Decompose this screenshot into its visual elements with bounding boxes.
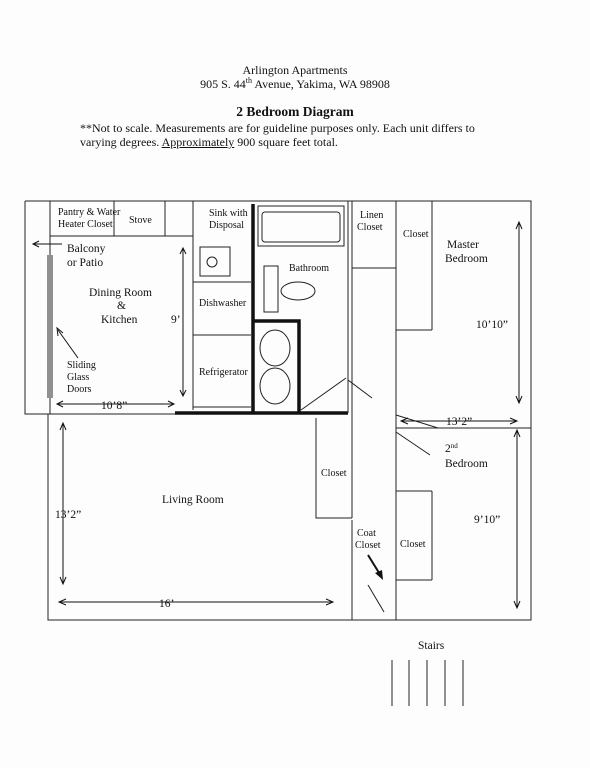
coat-closet-arrow (367, 554, 383, 580)
label-bed2-closet: Closet (400, 539, 426, 550)
label-coat-1: Coat (357, 528, 376, 539)
dim-kitchen-height (179, 246, 187, 398)
note-text-b: 900 square feet total. (234, 135, 338, 149)
complex-name: Arlington Apartments (242, 63, 348, 77)
bath-door (300, 377, 347, 411)
address-street: Avenue, Yakima, WA 98908 (252, 77, 390, 91)
label-master-closet: Closet (403, 229, 429, 240)
label-master-1: Master (447, 239, 479, 251)
label-sliding-1: Sliding (67, 360, 96, 371)
label-pantry-2: Heater Closet (58, 219, 113, 230)
label-coat-2: Closet (355, 540, 381, 551)
note-approx: Approximately (161, 135, 235, 149)
label-balcony-1: Balcony (67, 243, 106, 255)
outer-wall (24, 200, 532, 621)
label-living-closet: Closet (321, 468, 347, 479)
dryer (259, 367, 291, 405)
address-ordinal: th (245, 76, 253, 85)
label-sliding-3: Doors (67, 384, 92, 395)
dim-label-bedroom-width: 13’2” (446, 416, 472, 428)
bedroom2-number: 2 (445, 443, 451, 455)
laundry-wall (253, 319, 301, 412)
scale-note-line-2: varying degrees. Approximately 900 squar… (80, 135, 500, 149)
dim-kitchen-width (55, 400, 176, 408)
label-sink-2: Disposal (209, 220, 244, 231)
scale-note: **Not to scale. Measurements are for gui… (80, 121, 500, 149)
label-stairs: Stairs (418, 640, 445, 652)
dim-living-width (57, 598, 335, 606)
sink-drain (206, 256, 218, 268)
dim-label-kitchen-width: 10’8” (101, 400, 127, 412)
bathtub (257, 205, 345, 247)
address: 905 S. 44th Avenue, Yakima, WA 98908 (0, 76, 590, 92)
dim-label-living-width: 16’ (159, 598, 174, 610)
address-number: 905 S. 44 (200, 77, 246, 91)
living-closet (315, 418, 352, 519)
label-dishwasher: Dishwasher (199, 298, 247, 309)
label-dining-2: & (117, 300, 126, 312)
toilet-tank (263, 265, 279, 313)
dim-bedroom-width (399, 417, 519, 425)
label-linen-1: Linen (360, 210, 383, 221)
dim-label-bedroom2-height: 9’10” (474, 514, 500, 526)
label-dining-3: Kitchen (101, 314, 138, 326)
sliding-door-arrow (56, 326, 79, 359)
scale-note-line-1: **Not to scale. Measurements are for gui… (80, 121, 475, 135)
bathtub-inner (261, 211, 341, 243)
label-bathroom: Bathroom (289, 263, 329, 274)
label-balcony-2: or Patio (67, 257, 103, 269)
washer (259, 329, 291, 367)
toilet-bowl (280, 281, 316, 301)
dim-master-height (515, 220, 523, 405)
dim-label-kitchen-height: 9’ (171, 314, 181, 326)
label-sink-1: Sink with (209, 208, 248, 219)
label-bedroom2: 2nd (445, 442, 458, 455)
diagram-title: 2 Bedroom Diagram (236, 104, 354, 119)
label-dining-1: Dining Room (89, 287, 152, 299)
balcony-arrow (31, 240, 62, 248)
bedroom2-ordinal: nd (451, 442, 459, 450)
label-stove: Stove (129, 215, 152, 226)
sink (199, 246, 231, 277)
label-bedroom2-word: Bedroom (445, 458, 488, 470)
label-pantry-1: Pantry & Water (58, 207, 121, 218)
label-refrigerator: Refrigerator (199, 367, 249, 378)
coat-door (367, 584, 385, 613)
dim-label-master-height: 10’10” (476, 319, 508, 331)
label-linen-2: Closet (357, 222, 383, 233)
note-text-a: varying degrees. (80, 135, 162, 149)
label-sliding-2: Glass (67, 372, 89, 383)
label-master-2: Bedroom (445, 253, 488, 265)
bedroom2-door (395, 431, 431, 456)
dim-living-height (59, 421, 67, 586)
dim-bedroom2-height (513, 428, 521, 610)
dim-label-living-height: 13’2” (55, 509, 81, 521)
label-living: Living Room (162, 494, 224, 506)
